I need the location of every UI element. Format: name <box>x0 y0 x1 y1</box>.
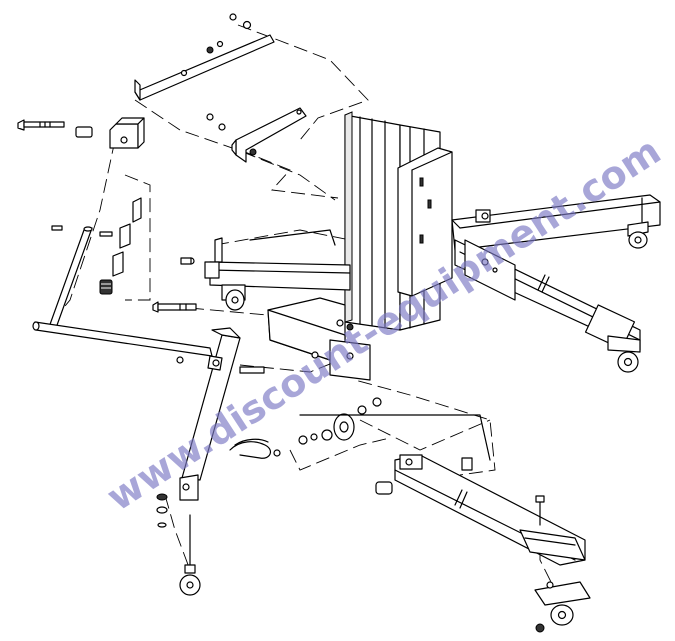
upper-brace-rod <box>134 13 275 101</box>
front-outrigger-left <box>156 327 265 596</box>
pivot-bolt <box>17 119 93 138</box>
mast-column <box>344 111 453 331</box>
handle-rod <box>32 226 213 357</box>
long-bolt-middle <box>152 301 197 313</box>
rear-outrigger <box>451 194 661 251</box>
side-outrigger-lower <box>375 454 591 633</box>
pivot-block <box>109 117 145 149</box>
retaining-clips <box>51 197 142 277</box>
base-frame <box>180 237 371 381</box>
frame-outline <box>249 229 491 461</box>
spring <box>99 279 113 295</box>
front-outrigger-right <box>454 239 641 373</box>
mast-mount-bracket <box>206 107 307 163</box>
lock-pin-cable <box>229 438 281 459</box>
roller-assembly <box>298 397 382 445</box>
